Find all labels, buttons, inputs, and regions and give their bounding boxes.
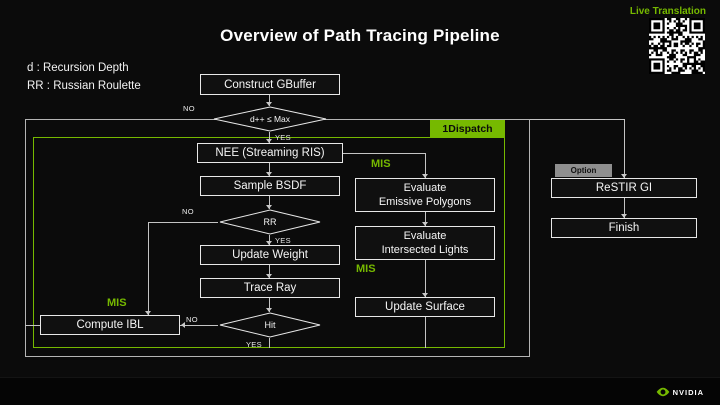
arrow-icon [266, 205, 272, 209]
connector-line [530, 119, 625, 120]
connector-line [269, 235, 270, 245]
arrow-icon [621, 214, 627, 218]
arrow-icon [266, 102, 272, 106]
diamond-russian-roulette-label: RR [263, 217, 277, 227]
footer-bar: NVIDIA [0, 377, 720, 405]
connector-line [269, 338, 270, 348]
mis-label-ibl: MIS [107, 297, 127, 309]
qr-code-icon [649, 18, 705, 74]
node-compute-ibl: Compute IBL [40, 315, 180, 335]
arrow-icon [621, 174, 627, 178]
node-sample-bsdf: Sample BSDF [200, 176, 340, 196]
connector-line [180, 325, 218, 326]
nvidia-eye-icon [656, 387, 669, 397]
legend: d : Recursion Depth RR : Russian Roulett… [27, 59, 141, 95]
diamond-hit [219, 312, 321, 338]
page-title: Overview of Path Tracing Pipeline [220, 26, 500, 45]
node-nee-streaming-ris: NEE (Streaming RIS) [197, 143, 343, 163]
branch-yes-rr: YES [275, 236, 291, 245]
legend-recursion-depth: d : Recursion Depth [27, 62, 129, 74]
node-evaluate-emissive-polygons: Evaluate Emissive Polygons [355, 178, 495, 212]
arrow-icon [181, 322, 185, 328]
option-badge: Option [555, 164, 612, 177]
live-translation-label: Live Translation [629, 6, 706, 17]
connector-line [148, 222, 149, 315]
arrow-icon [266, 172, 272, 176]
legend-russian-roulette: RR : Russian Roulette [27, 80, 141, 92]
node-evaluate-intersected-lights: Evaluate Intersected Lights [355, 226, 495, 260]
connector-line [269, 265, 270, 278]
connector-line [148, 222, 218, 223]
branch-no-hit: NO [186, 315, 198, 324]
connector-line [269, 95, 270, 106]
node-restir-gi: ReSTIR GI [551, 178, 697, 198]
diamond-depth-check [213, 106, 327, 132]
arrow-icon [422, 174, 428, 178]
dispatch-badge: 1Dispatch [430, 120, 505, 137]
node-update-weight: Update Weight [200, 245, 340, 265]
node-update-surface: Update Surface [355, 297, 495, 317]
branch-yes-hit: YES [246, 340, 262, 349]
branch-yes-depth: YES [275, 133, 291, 142]
connector-line [425, 317, 426, 348]
node-construct-gbuffer: Construct GBuffer [200, 74, 340, 95]
diamond-russian-roulette [219, 209, 321, 235]
arrow-icon [422, 222, 428, 226]
connector-line [425, 260, 426, 297]
arrow-icon [145, 311, 151, 315]
connector-line [624, 198, 625, 218]
nvidia-wordmark: NVIDIA [672, 387, 704, 397]
diamond-depth-check-label: d++ ≤ Max [249, 114, 291, 124]
mis-label-emissive: MIS [371, 158, 391, 170]
arrow-icon [422, 293, 428, 297]
arrow-icon [266, 139, 272, 143]
connector-line [269, 298, 270, 312]
connector-line [624, 119, 625, 178]
diamond-hit-label: Hit [264, 320, 276, 330]
arrow-icon [266, 274, 272, 278]
connector-line [425, 212, 426, 226]
branch-no-depth: NO [183, 104, 195, 113]
connector-line [269, 163, 270, 176]
branch-no-rr: NO [182, 207, 194, 216]
connector-line [343, 153, 425, 154]
mis-label-intersected: MIS [356, 263, 376, 275]
connector-line [25, 325, 40, 326]
node-finish: Finish [551, 218, 697, 238]
connector-line [425, 153, 426, 178]
connector-line [269, 132, 270, 143]
arrow-icon [266, 241, 272, 245]
node-trace-ray: Trace Ray [200, 278, 340, 298]
connector-line [269, 196, 270, 209]
arrow-icon [266, 308, 272, 312]
nvidia-logo: NVIDIA [656, 387, 704, 397]
